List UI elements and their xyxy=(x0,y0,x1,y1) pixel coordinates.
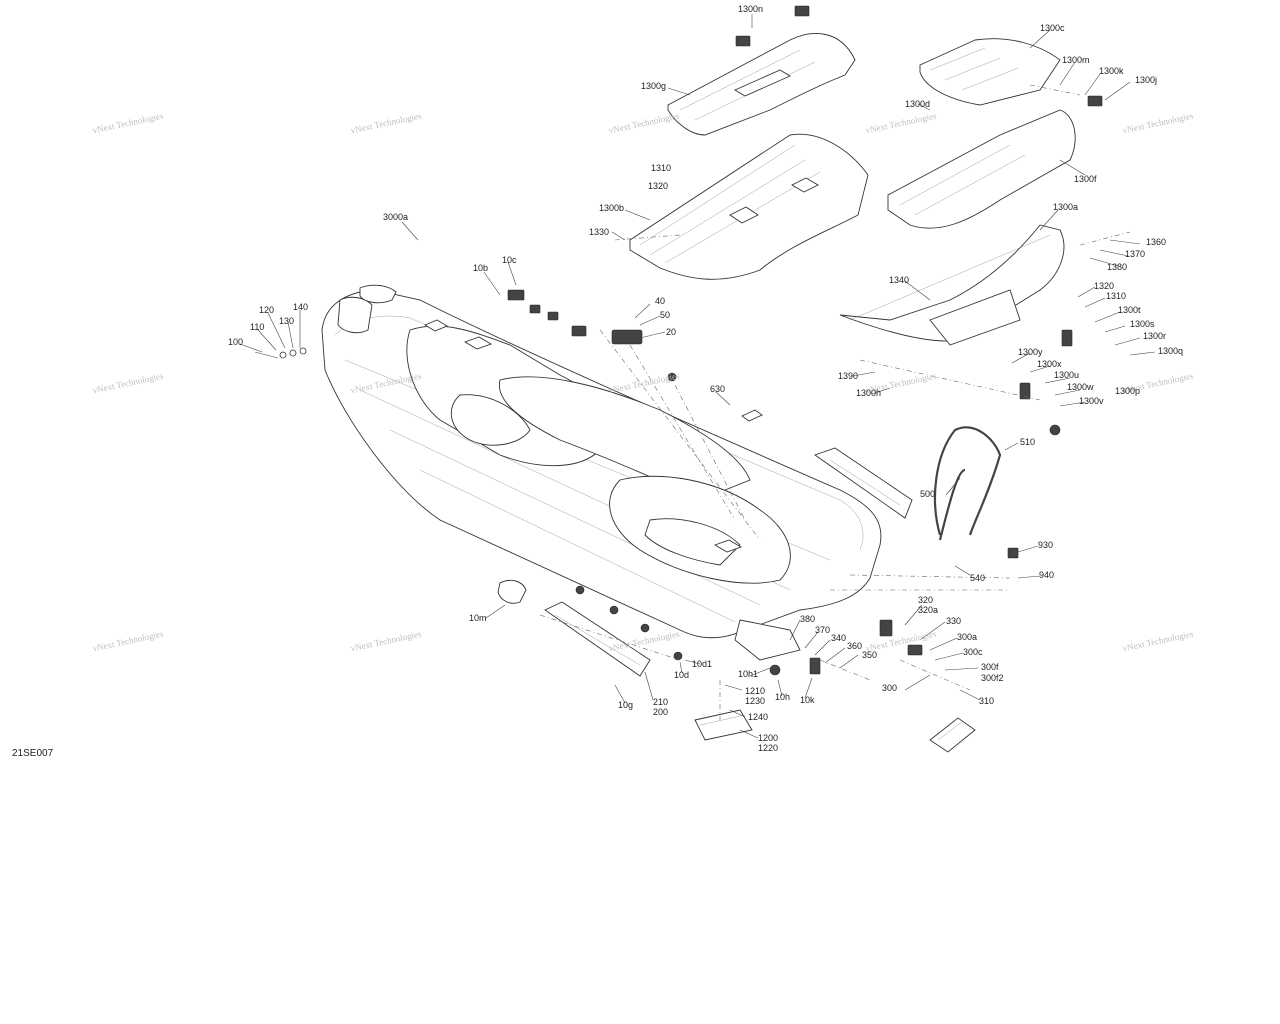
callout-label: 10h1 xyxy=(738,669,759,679)
callout-label: 1300d xyxy=(905,99,931,109)
callout-label: 50 xyxy=(660,310,671,320)
callout-label: 3000a xyxy=(383,212,409,222)
hose xyxy=(933,426,1002,541)
callout-label: 1330 xyxy=(589,227,610,237)
callout-label: 1300h xyxy=(856,388,882,398)
small-hardware xyxy=(254,5,1103,676)
callout-label: 1380 xyxy=(1107,262,1128,272)
callout-label: 1300g xyxy=(641,81,667,91)
callout-label: 1360 xyxy=(1146,237,1167,247)
callout-label: 300f2 xyxy=(981,673,1004,683)
callout-label: 10g xyxy=(618,700,634,710)
callout-label: 1300r xyxy=(1143,331,1167,341)
step-panel-1300f xyxy=(887,109,1076,229)
rear-platform-1300c xyxy=(919,38,1061,106)
callout-label: 1300p xyxy=(1115,386,1141,396)
callout-label: 1300a xyxy=(1053,202,1079,212)
callout-label: 380 xyxy=(800,614,816,624)
callout-label: 40 xyxy=(655,296,666,306)
callout-label: 10b xyxy=(473,263,489,273)
callout-label: 1300s xyxy=(1130,319,1155,329)
callout-label: 500 xyxy=(920,489,936,499)
callout-label: 100 xyxy=(228,337,244,347)
callout-label: 1300j xyxy=(1135,75,1158,85)
callout-label: 1300k xyxy=(1099,66,1124,76)
callout-label: 320 xyxy=(918,595,934,605)
callout-label: 300 xyxy=(882,683,898,693)
callout-label: 10d xyxy=(674,670,690,680)
callout-label: 1300b xyxy=(599,203,625,213)
callout-label: 1220 xyxy=(758,743,779,753)
callout-label: 10m xyxy=(469,613,487,623)
callout-label: 630 xyxy=(710,384,726,394)
callout-label: 210 xyxy=(653,697,669,707)
callout-label: 1300v xyxy=(1079,396,1104,406)
callout-label: 1310 xyxy=(651,163,672,173)
callout-label: 320a xyxy=(918,605,939,615)
callout-label: 120 xyxy=(259,305,275,315)
callout-label: 330 xyxy=(946,616,962,626)
assembly-lines xyxy=(539,84,1131,720)
callout-label: 1320 xyxy=(648,181,669,191)
seat-base-panel-1300b xyxy=(629,133,869,280)
callout-label: 10d1 xyxy=(692,659,713,669)
callout-label: 940 xyxy=(1039,570,1055,580)
callout-label: 930 xyxy=(1038,540,1054,550)
side-rail-parts xyxy=(497,447,976,753)
callout-label: 1340 xyxy=(889,275,910,285)
callout-label: 340 xyxy=(831,633,847,643)
callout-label: 1300t xyxy=(1118,305,1141,315)
callout-label: 1230 xyxy=(745,696,766,706)
callout-label: 310 xyxy=(979,696,995,706)
callout-label: 10c xyxy=(502,255,517,265)
callout-label: 1300f xyxy=(1074,174,1097,184)
callout-label: 300f xyxy=(981,662,999,672)
callout-label: 10k xyxy=(800,695,815,705)
callout-label: 1300c xyxy=(1040,23,1065,33)
callout-label: 1300m xyxy=(1062,55,1090,65)
cover-1300g xyxy=(667,33,856,136)
callout-label: 1240 xyxy=(748,712,769,722)
callout-label: 1300x xyxy=(1037,359,1062,369)
callout-label: 510 xyxy=(1020,437,1036,447)
callout-label: 1210 xyxy=(745,686,766,696)
callout-label: 1300y xyxy=(1018,347,1043,357)
callout-label: 1300u xyxy=(1054,370,1080,380)
callout-label: 1300w xyxy=(1067,382,1094,392)
callout-label: 1390 xyxy=(838,371,859,381)
callout-label: 350 xyxy=(862,650,878,660)
callout-label: 300c xyxy=(963,647,983,657)
callout-label: 1300n xyxy=(738,4,764,14)
callout-label: 20 xyxy=(666,327,677,337)
callout-label: 200 xyxy=(653,707,669,717)
bumper-1300a xyxy=(839,224,1065,346)
callout-label: 1300q xyxy=(1158,346,1184,356)
callout-label: 1370 xyxy=(1125,249,1146,259)
callout-label: 1320 xyxy=(1094,281,1115,291)
hull xyxy=(321,284,882,661)
callout-label: 140 xyxy=(293,302,309,312)
callout-label: 10h xyxy=(775,692,791,702)
callout-label: 1310 xyxy=(1106,291,1127,301)
callout-label: 540 xyxy=(970,573,986,583)
callout-label: 110 xyxy=(250,322,265,332)
callout-label: 370 xyxy=(815,625,831,635)
leader-lines xyxy=(239,14,1156,739)
callout-label: 1200 xyxy=(758,733,779,743)
callout-label: 360 xyxy=(847,641,863,651)
callout-label: 130 xyxy=(279,316,295,326)
callout-label: 300a xyxy=(957,632,978,642)
diagram-reference: 21SE007 xyxy=(12,748,54,759)
